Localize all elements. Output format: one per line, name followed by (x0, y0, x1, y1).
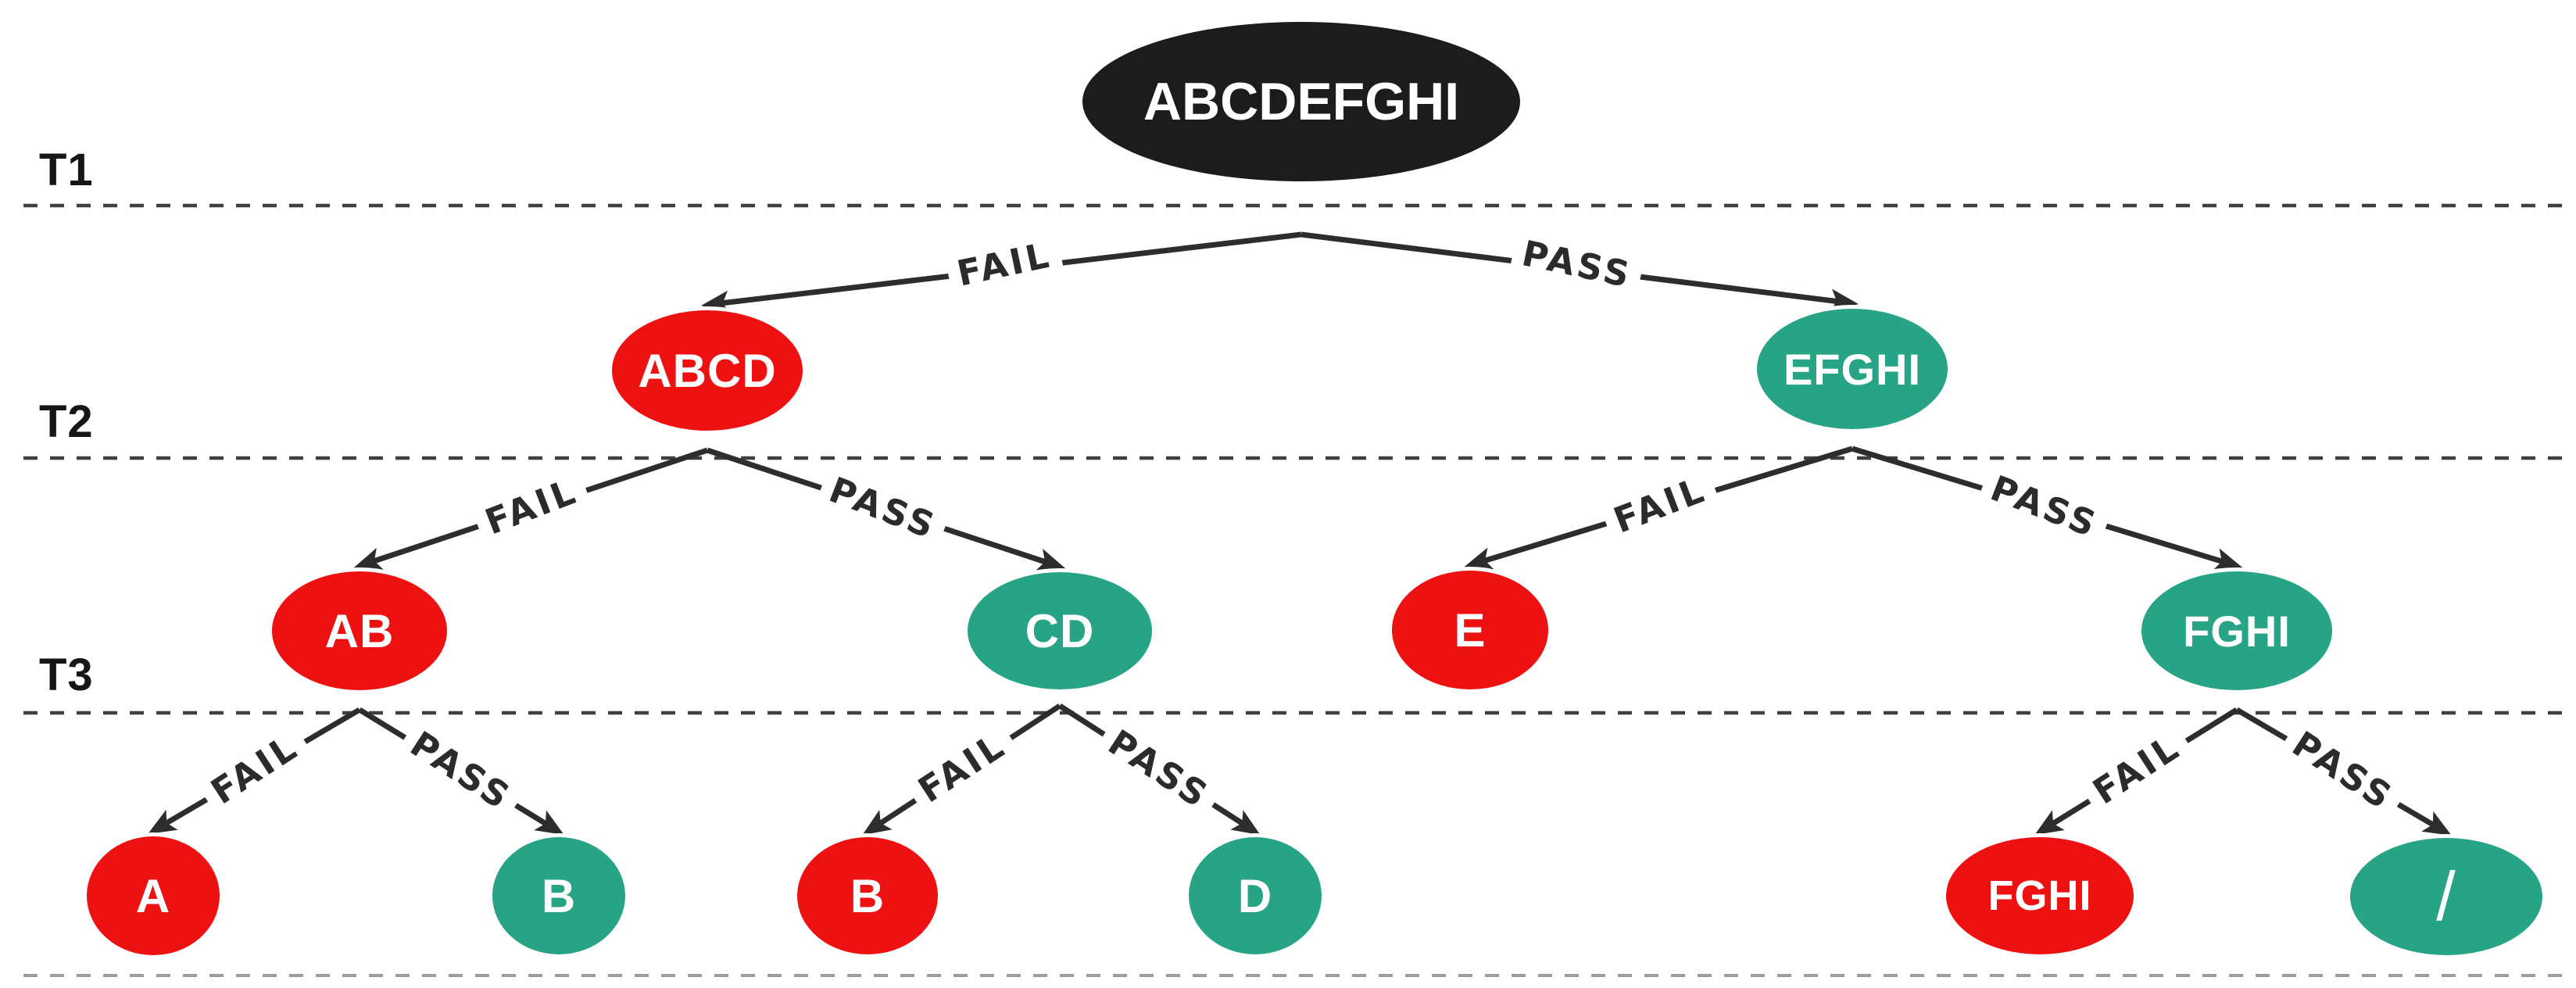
node-d: D (1189, 837, 1322, 954)
node-ab: AB (272, 571, 447, 690)
node-fghi-t3: FGHI (2141, 571, 2332, 690)
node-abcd: ABCD (612, 310, 803, 431)
node-root-abcdefghi: ABCDEFGHI (1082, 22, 1520, 181)
tier-label-t1: T1 (39, 145, 94, 195)
node-e: E (1392, 571, 1548, 689)
node-b-fail: B (797, 837, 938, 954)
node-efghi: EFGHI (1757, 309, 1948, 429)
node-a: A (87, 836, 220, 955)
node-b-pass: B (492, 837, 625, 954)
node-slash: / (2350, 838, 2542, 955)
tier-label-t3: T3 (39, 650, 94, 700)
node-cd: CD (968, 572, 1152, 689)
node-fghi-t4: FGHI (1946, 837, 2134, 954)
tier-label-t2: T2 (39, 396, 94, 447)
